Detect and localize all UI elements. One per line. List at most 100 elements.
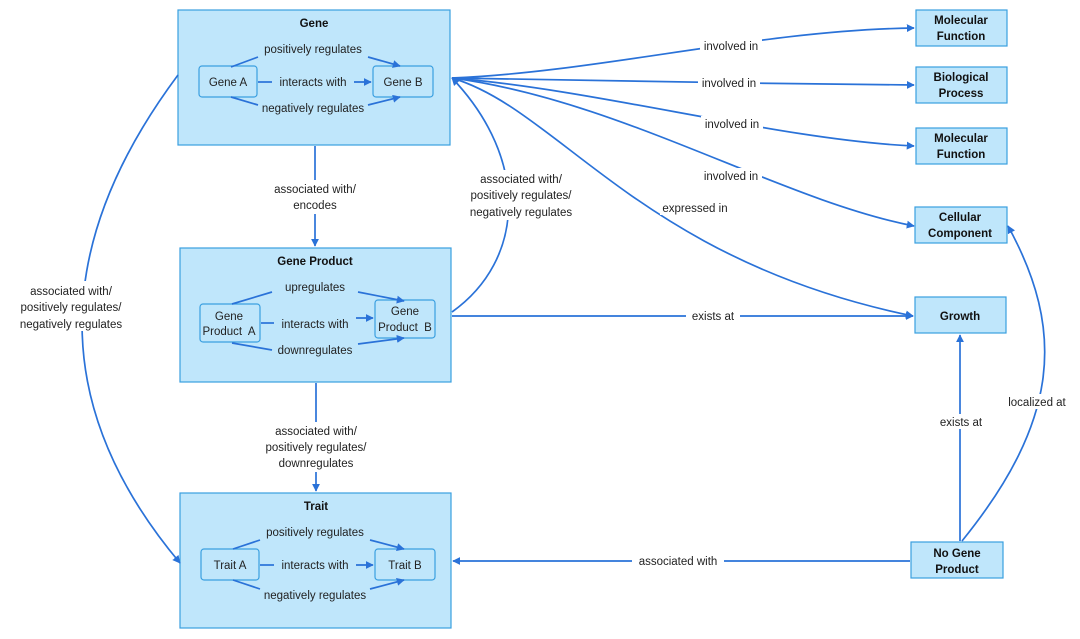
gene-to-trait-label-bg: [16, 281, 128, 331]
gene-product-b-label-line1: Gene: [391, 306, 419, 318]
gene-product-b-label-line2: Product B: [378, 322, 432, 334]
no-gene-product-line1: No Gene: [933, 548, 980, 560]
involved-in-arrow-3: [451, 77, 915, 150]
exists-at-label-bg-gene-product: [686, 308, 740, 323]
trait-top-edge-tail: [232, 539, 261, 550]
trait-a-box[interactable]: [200, 548, 260, 581]
gene-product-top-edge-label: upregulates: [285, 282, 345, 294]
trait-group-title: Trait: [304, 501, 328, 513]
cellular-component-node[interactable]: Cellular Component: [914, 206, 1008, 244]
exists-at-label-no-gene-product: exists at: [940, 417, 983, 429]
gene-a-box[interactable]: [198, 65, 258, 98]
gene-group: Gene Gene A Gene B positively regulates …: [177, 9, 451, 146]
gene-product-b-box[interactable]: [374, 299, 436, 339]
involved-in-label-bg-3: [701, 116, 763, 131]
cellular-component-box: [914, 206, 1008, 244]
growth-node[interactable]: Growth: [914, 296, 1007, 334]
gene-bottom-edge-head: [367, 94, 401, 106]
gene-top-edge-tail: [230, 56, 259, 68]
trait-group: Trait Trait A Trait B positively regulat…: [179, 492, 452, 629]
gene-bottom-edge-tail: [230, 96, 259, 106]
gene-top-edge-label: positively regulates: [264, 44, 362, 56]
biological-process-line2: Process: [939, 88, 984, 100]
trait-bottom-edge-head: [369, 577, 405, 590]
growth-box: [914, 296, 1007, 334]
gene-product-to-gene-label-2: positively regulates/: [471, 190, 573, 202]
expressed-in-label-bg: [660, 200, 730, 215]
gene-product-bottom-edge-head: [357, 334, 405, 345]
biological-process-node[interactable]: Biological Process: [915, 66, 1008, 104]
gene-product-a-box[interactable]: [199, 303, 261, 343]
gene-product-mid-edge-label: interacts with: [281, 319, 348, 331]
trait-bottom-edge-tail: [232, 579, 261, 590]
expressed-in-arrow: [451, 77, 914, 319]
gene-product-group: Gene Product Gene Product A Gene Product…: [179, 247, 452, 383]
gene-product-to-gene-label-3: negatively regulates: [470, 207, 573, 219]
involved-in-label-bg-1: [700, 38, 762, 53]
gene-product-to-trait-label-2: positively regulates/: [266, 442, 368, 454]
gene-product-to-trait-label-3: downregulates: [279, 458, 354, 470]
gene-product-top-edge-tail: [231, 291, 273, 305]
localized-at-label: localized at: [1008, 397, 1066, 409]
involved-in-arrow-1: [451, 24, 915, 79]
gene-product-a-label-line1: Gene: [215, 311, 243, 323]
trait-b-box[interactable]: [374, 548, 436, 581]
involved-in-label-1: involved in: [704, 41, 758, 53]
molecular-function-1-line2: Function: [937, 31, 986, 43]
gene-to-gene-product-label-1: associated with/: [274, 184, 357, 196]
trait-top-edge-label: positively regulates: [266, 527, 364, 539]
exists-at-label-gene-product: exists at: [692, 311, 735, 323]
involved-in-label-2: involved in: [702, 78, 756, 90]
trait-bottom-edge-label: negatively regulates: [264, 590, 367, 602]
molecular-function-1-line1: Molecular: [934, 15, 988, 27]
gene-product-bottom-edge-label: downregulates: [278, 345, 353, 357]
gene-product-to-gene-label-bg: [464, 170, 580, 220]
molecular-function-box-2: [915, 127, 1008, 165]
molecular-function-node-1[interactable]: Molecular Function: [915, 9, 1008, 47]
associated-with-label-bg: [632, 553, 724, 568]
gene-product-a-label-line2: Product A: [202, 326, 255, 338]
gene-group-title: Gene: [300, 18, 329, 30]
growth-label: Growth: [940, 311, 980, 323]
molecular-function-2-line1: Molecular: [934, 133, 988, 145]
gene-bottom-edge-label: negatively regulates: [262, 103, 365, 115]
localized-at-arrow: [961, 225, 1046, 542]
exists-at-label-bg-no-gene-product: [934, 414, 988, 429]
expressed-in-label: expressed in: [662, 203, 727, 215]
involved-in-label-3: involved in: [705, 119, 759, 131]
involved-in-label-bg-2: [698, 75, 760, 90]
gene-product-to-gene-label-1: associated with/: [480, 174, 563, 186]
trait-mid-edge-label: interacts with: [281, 560, 348, 572]
cellular-component-line1: Cellular: [939, 212, 982, 224]
gene-product-bottom-edge-tail: [231, 342, 273, 351]
localized-at-label-bg: [1003, 394, 1071, 409]
involved-in-arrow-4: [451, 77, 915, 229]
trait-a-label: Trait A: [214, 560, 247, 572]
gene-top-edge-head: [367, 56, 401, 68]
gene-to-trait-label-1: associated with/: [30, 286, 113, 298]
biological-process-line1: Biological: [934, 72, 989, 84]
molecular-function-box-1: [915, 9, 1008, 47]
no-gene-product-node[interactable]: No Gene Product: [910, 541, 1004, 579]
trait-top-edge-head: [369, 539, 405, 552]
gene-a-label: Gene A: [209, 77, 248, 89]
gene-b-label: Gene B: [384, 77, 423, 89]
involved-in-label-bg-4: [700, 168, 762, 183]
molecular-function-2-line2: Function: [937, 149, 986, 161]
gene-to-gene-product-label-bg: [268, 180, 362, 214]
involved-in-arrow-2: [451, 77, 915, 89]
gene-to-trait-label-2: positively regulates/: [21, 302, 123, 314]
involved-in-label-4: involved in: [704, 171, 758, 183]
associated-with-label: associated with: [639, 556, 718, 568]
gene-b-box[interactable]: [372, 65, 434, 98]
molecular-function-node-2[interactable]: Molecular Function: [915, 127, 1008, 165]
gene-product-group-title: Gene Product: [277, 256, 353, 268]
gene-product-to-trait-label-bg: [258, 422, 374, 472]
no-gene-product-line2: Product: [935, 564, 979, 576]
gene-to-trait-label-3: negatively regulates: [20, 319, 123, 331]
no-gene-product-box: [910, 541, 1004, 579]
gene-product-top-edge-head: [357, 291, 405, 304]
gene-product-to-trait-label-1: associated with/: [275, 426, 358, 438]
cellular-component-line2: Component: [928, 228, 992, 240]
